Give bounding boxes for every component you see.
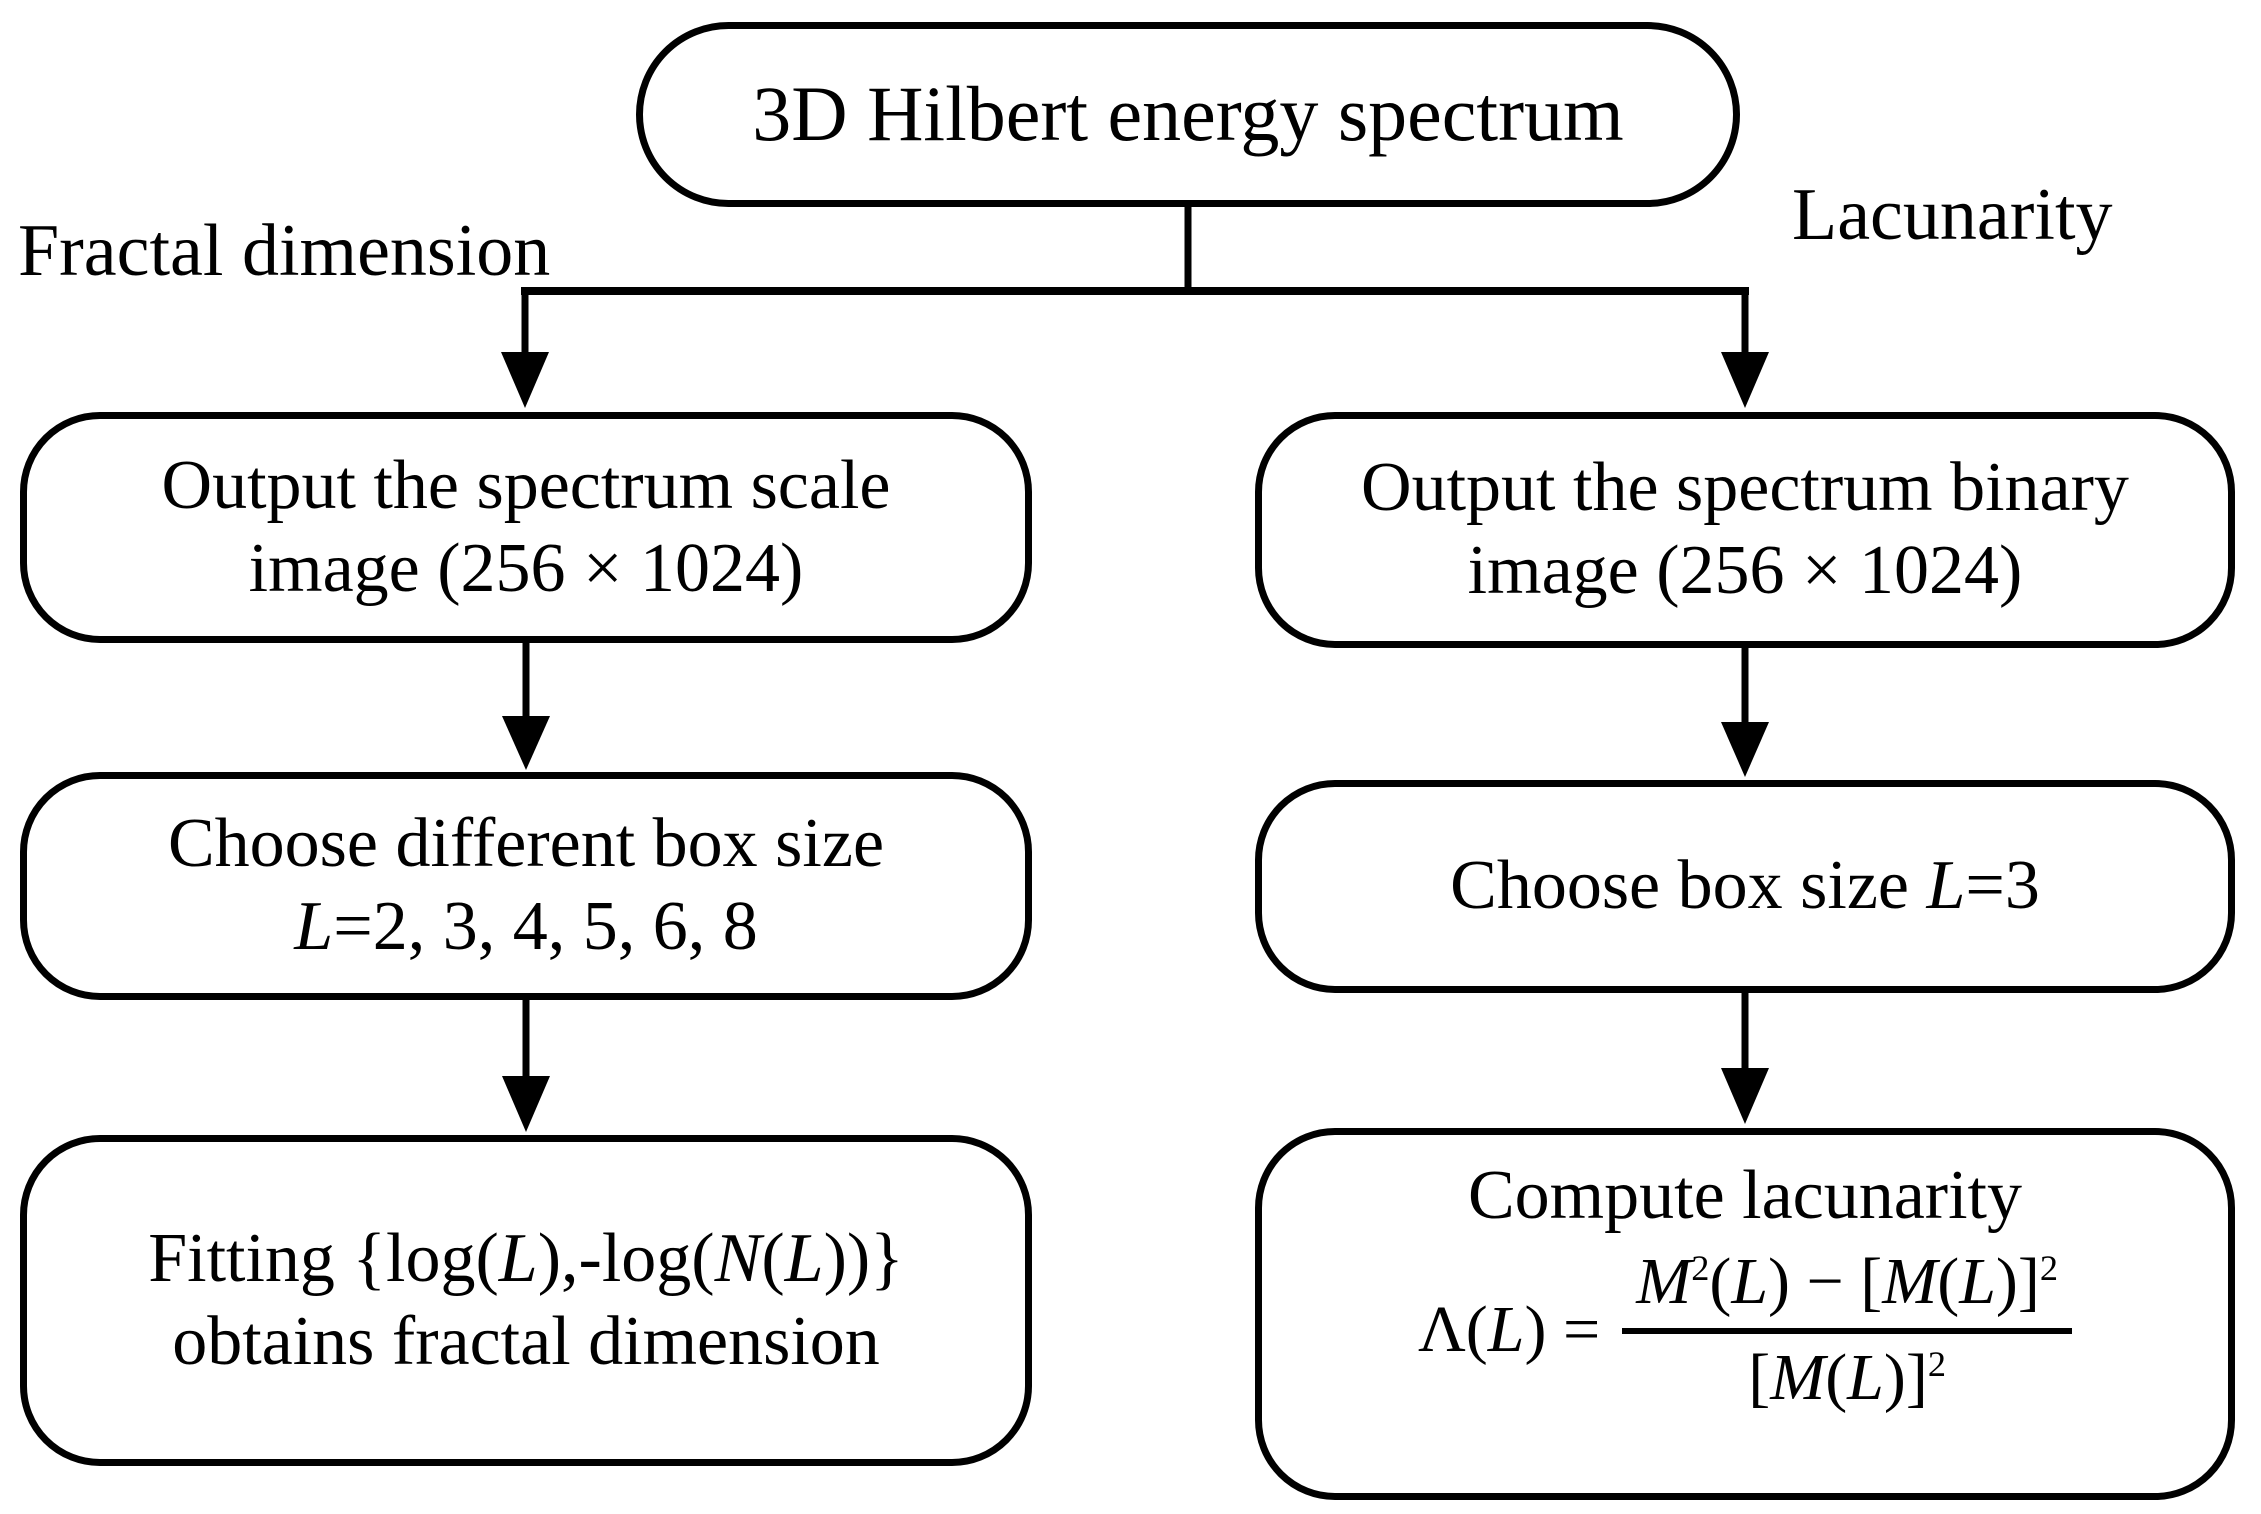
- lacunarity-formula-denominator: [M(L)]2: [1748, 1341, 1947, 1415]
- node-compute-lacunarity-title: Compute lacunarity: [1467, 1157, 2023, 1234]
- node-output-scale-image: Output the spectrum scale image (256 × 1…: [20, 412, 1032, 643]
- right-arrow2-arrowhead-icon: [1721, 1068, 1769, 1124]
- node-hilbert-spectrum-label: 3D Hilbert energy spectrum: [752, 70, 1624, 158]
- node-choose-box-size-label: Choose box size L=3: [1450, 847, 2040, 925]
- node-compute-lacunarity: Compute lacunarity Λ(L) = M2(L) − [M(L)]…: [1255, 1128, 2235, 1500]
- node-output-binary-image-line1: Output the spectrum binary: [1361, 449, 2129, 527]
- lacunarity-formula-numerator: M2(L) − [M(L)]2: [1622, 1245, 2073, 1335]
- branch-label-lacunarity: Lacunarity: [1792, 174, 2113, 256]
- node-output-binary-image: Output the spectrum binary image (256 × …: [1255, 412, 2235, 648]
- branch-label-fractal-dimension: Fractal dimension: [18, 210, 551, 292]
- right-arrow1-arrowhead-icon: [1721, 722, 1769, 777]
- node-fitting-fractal-dimension-line2: obtains fractal dimension: [172, 1302, 880, 1380]
- node-choose-box-size: Choose box size L=3: [1255, 780, 2235, 993]
- node-output-scale-image-line2: image (256 × 1024): [248, 529, 804, 607]
- left-branch-arrowhead-icon: [501, 352, 549, 408]
- node-hilbert-spectrum: 3D Hilbert energy spectrum: [636, 22, 1740, 207]
- left-arrow1-arrowhead-icon: [502, 716, 550, 770]
- node-output-binary-image-line2: image (256 × 1024): [1467, 532, 2023, 609]
- left-arrow2-arrowhead-icon: [502, 1076, 550, 1132]
- node-choose-different-box-size-line2: L=2, 3, 4, 5, 6, 8: [294, 888, 758, 965]
- node-fitting-fractal-dimension: Fitting {log(L),-log(N(L))} obtains frac…: [20, 1135, 1032, 1466]
- node-fitting-fractal-dimension-line1: Fitting {log(L),-log(N(L))}: [148, 1219, 904, 1297]
- lacunarity-formula-lhs: Λ(L) =: [1417, 1292, 1601, 1366]
- lacunarity-formula-fraction: M2(L) − [M(L)]2 [M(L)]2: [1622, 1245, 2073, 1415]
- node-choose-different-box-size: Choose different box size L=2, 3, 4, 5, …: [20, 772, 1032, 1000]
- lacunarity-formula: Λ(L) = M2(L) − [M(L)]2 [M(L)]2: [1417, 1245, 2073, 1415]
- node-output-scale-image-line1: Output the spectrum scale: [161, 446, 891, 524]
- node-choose-different-box-size-line1: Choose different box size: [167, 805, 885, 883]
- right-branch-arrowhead-icon: [1721, 352, 1769, 408]
